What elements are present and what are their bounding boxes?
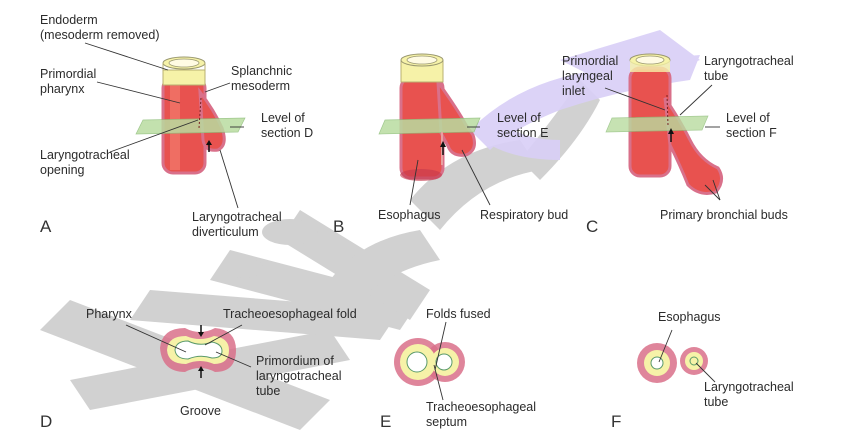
label-folds-fused: Folds fused bbox=[426, 307, 491, 321]
label-respiratory-bud: Respiratory bud bbox=[480, 208, 569, 222]
label-pharynx: Pharynx bbox=[86, 307, 132, 321]
label-level-section-e: Level of section E bbox=[497, 111, 549, 140]
leader-line bbox=[204, 324, 243, 346]
label-groove: Groove bbox=[180, 404, 221, 418]
laryngotracheal-tube-c bbox=[663, 97, 723, 195]
panel-letter-c: C bbox=[586, 217, 599, 236]
leader-line bbox=[409, 159, 419, 206]
label-splanchnic-mesoderm: Splanchnic mesoderm bbox=[231, 64, 293, 93]
leader-line bbox=[109, 119, 199, 153]
leader-line bbox=[433, 364, 444, 401]
section-plane-c bbox=[605, 115, 709, 133]
leader-line bbox=[679, 84, 713, 116]
panel-letter-a: A bbox=[40, 217, 52, 236]
panel-d-drawing bbox=[160, 325, 236, 378]
leader-line bbox=[712, 179, 721, 201]
panel-letter-e: E bbox=[380, 412, 392, 431]
label-primordial-laryngeal-inlet: Primordial laryngeal inlet bbox=[562, 54, 619, 98]
leader-line bbox=[215, 351, 252, 368]
panel-letter-b: B bbox=[333, 217, 345, 236]
panel-letter-f: F bbox=[611, 412, 622, 431]
watermark-stroke bbox=[70, 330, 350, 410]
panel-b-drawing bbox=[378, 53, 481, 181]
watermark-stroke bbox=[410, 140, 540, 230]
watermark-stroke bbox=[130, 290, 400, 340]
leader-line bbox=[704, 184, 721, 201]
trachea-lumen-e bbox=[435, 353, 453, 371]
label-level-section-d: Level of section D bbox=[261, 111, 314, 140]
label-tracheoesophageal-septum: Tracheoesophageal septum bbox=[426, 400, 537, 429]
section-plane-a bbox=[135, 117, 246, 135]
esophagus-lumen-e bbox=[406, 351, 428, 373]
leader-lines bbox=[84, 42, 721, 401]
label-esophagus-f: Esophagus bbox=[658, 310, 721, 324]
panel-a-drawing bbox=[135, 56, 246, 175]
leader-line bbox=[604, 87, 666, 111]
leader-line bbox=[695, 362, 716, 383]
watermark-dot bbox=[227, 258, 263, 278]
leader-line bbox=[204, 82, 231, 93]
label-laryngotracheal-tube-f: Laryngotracheal tube bbox=[704, 380, 794, 409]
leader-line bbox=[96, 81, 181, 104]
label-laryngotracheal-opening: Laryngotracheal opening bbox=[40, 148, 130, 177]
watermark-dot bbox=[262, 219, 318, 245]
panel-e-drawing bbox=[394, 338, 465, 386]
panel-c-drawing bbox=[605, 53, 723, 195]
watermark-purple-stroke bbox=[470, 120, 560, 160]
lumen-d bbox=[174, 340, 223, 360]
label-laryngotracheal-tube-c: Laryngotracheal tube bbox=[704, 54, 794, 83]
watermark-stroke bbox=[330, 230, 440, 300]
label-laryngotracheal-diverticulum: Laryngotracheal diverticulum bbox=[192, 210, 282, 239]
leader-line bbox=[434, 321, 447, 371]
label-esophagus-b: Esophagus bbox=[378, 208, 441, 222]
leader-line bbox=[125, 324, 187, 353]
leader-line bbox=[658, 329, 673, 363]
label-primordial-pharynx: Primordial pharynx bbox=[40, 67, 97, 96]
leader-line bbox=[219, 149, 239, 209]
label-level-section-f: Level of section F bbox=[726, 111, 777, 140]
panel-f-drawing bbox=[637, 343, 708, 383]
section-plane-b bbox=[378, 117, 481, 135]
leader-line bbox=[461, 149, 491, 206]
label-primordium: Primordium of laryngotracheal tube bbox=[256, 354, 342, 398]
panel-letter-d: D bbox=[40, 412, 53, 431]
leader-line bbox=[84, 42, 169, 71]
label-endoderm: Endoderm (mesoderm removed) bbox=[40, 13, 160, 42]
label-tracheoesophageal-fold: Tracheoesophageal fold bbox=[223, 307, 357, 321]
label-primary-bronchial-buds: Primary bronchial buds bbox=[660, 208, 788, 222]
